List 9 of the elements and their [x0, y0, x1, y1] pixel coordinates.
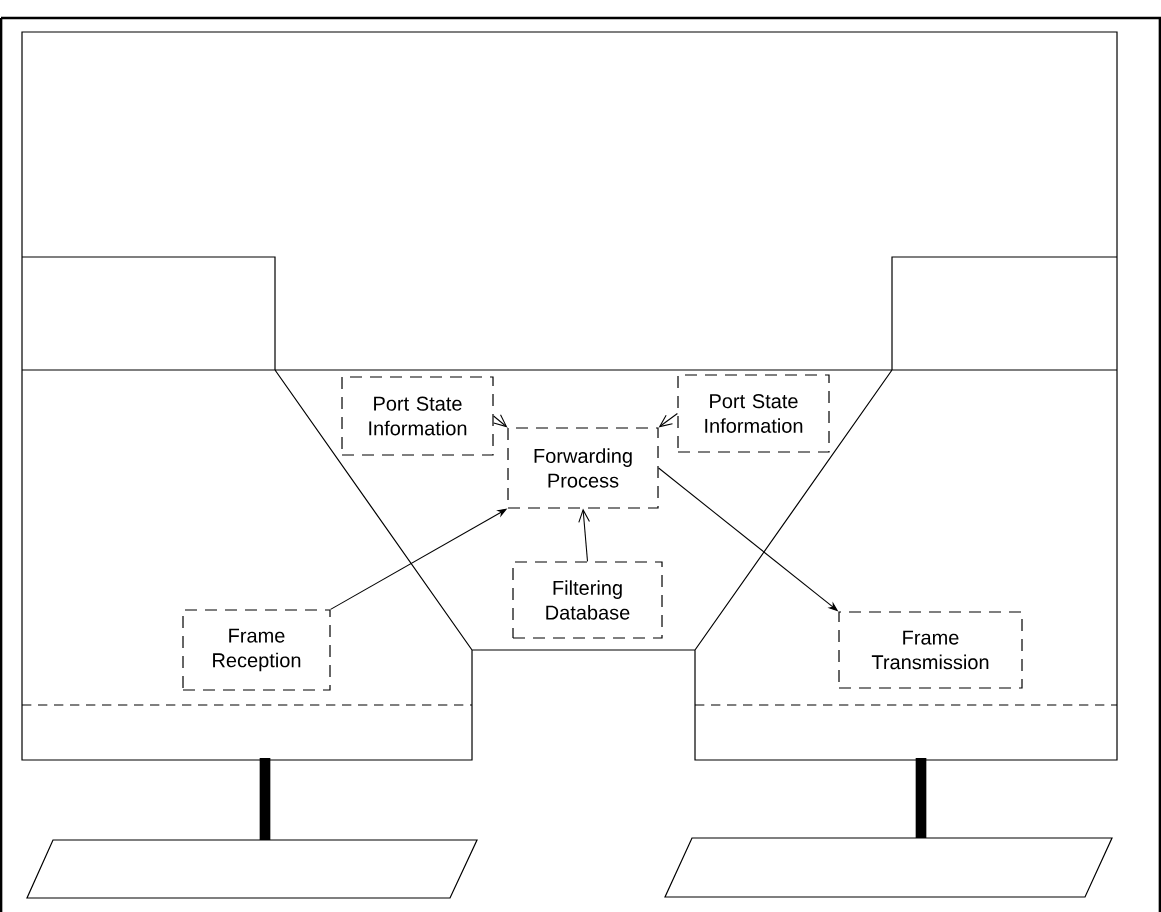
arrow [578, 508, 590, 562]
dashed-box: Frame Reception [182, 609, 331, 691]
dashed-box: Port State Information [341, 376, 494, 456]
dashed-box: Frame Transmission [838, 611, 1023, 689]
arrow [658, 412, 678, 428]
arrow [493, 414, 508, 428]
dashed-box: Forwarding Process [507, 427, 659, 509]
dashed-box: Filtering Database [512, 561, 663, 639]
dashed-box: Port State Information [677, 374, 830, 453]
